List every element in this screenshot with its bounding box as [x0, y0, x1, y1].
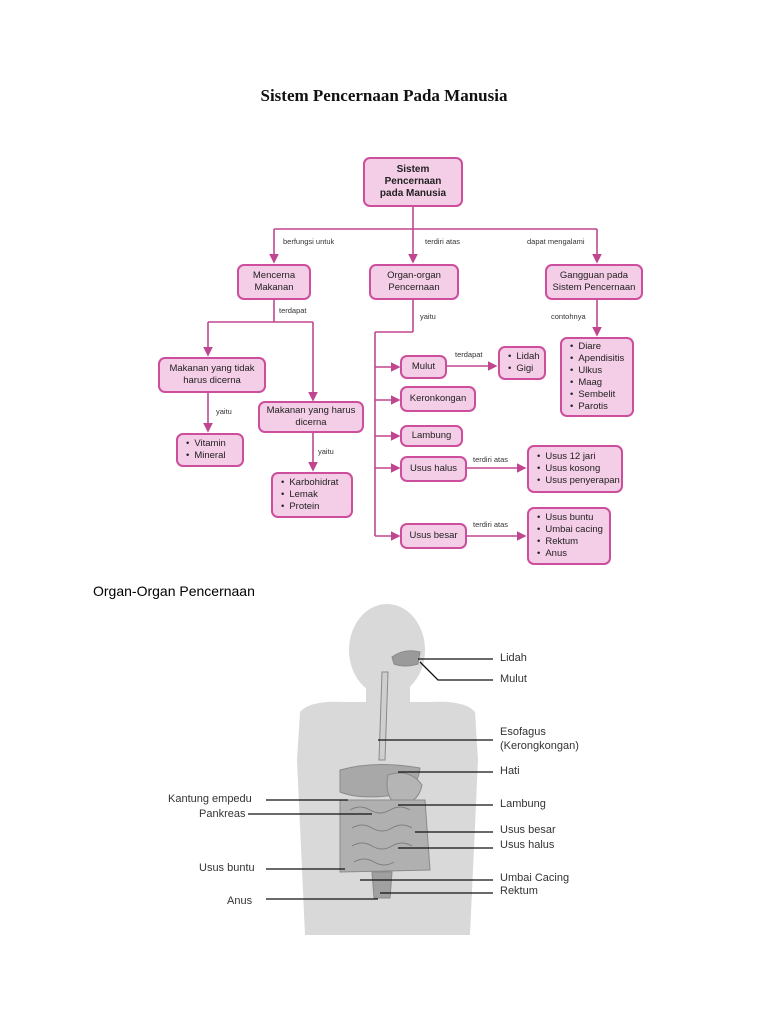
list-item: Usus 12 jari [537, 451, 620, 463]
list-item: Diare [570, 341, 624, 353]
list-item: Umbai cacing [537, 524, 603, 536]
edge-label-yaitu-organ: yaitu [420, 312, 436, 321]
label-pankreas: Pankreas [199, 808, 246, 820]
label-kantung-empedu: Kantung empedu [168, 793, 252, 805]
node-makanan-harus-dicerna: Makanan yang harus dicerna [258, 401, 364, 433]
node-mulut: Mulut [400, 355, 447, 379]
list-item: Lidah [508, 351, 539, 363]
list-item: Rektum [537, 536, 603, 548]
label-lambung: Lambung [500, 798, 546, 810]
list-item: Anus [537, 548, 603, 560]
node-lambung: Lambung [400, 425, 463, 447]
label-usus-besar: Usus besar [500, 824, 556, 836]
node-kerongkongan: Keronkongan [400, 386, 476, 412]
list-item: Apendisitis [570, 353, 624, 365]
label-esofagus: Esofagus [500, 726, 546, 738]
label-kerongkongan: (Kerongkongan) [500, 740, 579, 752]
node-usus-halus: Usus halus [400, 456, 467, 482]
node-usus-besar: Usus besar [400, 523, 467, 549]
label-usus-halus: Usus halus [500, 839, 555, 851]
list-item: Protein [281, 501, 338, 513]
list-item: Maag [570, 377, 624, 389]
label-mulut: Mulut [500, 673, 527, 685]
list-item: Gigi [508, 363, 540, 375]
list-item: Usus kosong [537, 463, 620, 475]
edge-label-terdapat-mulut: terdapat [455, 350, 483, 359]
node-makanan-tidak-dicerna: Makanan yang tidak harus dicerna [158, 357, 266, 393]
node-organ-pencernaan: Organ-organ Pencernaan [369, 264, 459, 300]
label-lidah: Lidah [500, 652, 527, 664]
edge-label-yaitu-tidak: yaitu [216, 407, 232, 416]
label-umbai-cacing: Umbai Cacing [500, 872, 570, 884]
edge-label-yaitu-harus: yaitu [318, 447, 334, 456]
list-item: Usus buntu [537, 512, 603, 524]
list-item: Vitamin [186, 438, 226, 450]
list-item: Lemak [281, 489, 338, 501]
list-karbohidrat: Karbohidrat Lemak Protein [271, 472, 353, 518]
list-item: Ulkus [570, 365, 624, 377]
section-heading: Organ-Organ Pencernaan [93, 583, 255, 599]
edge-label-mengalami: dapat mengalami [527, 237, 585, 246]
label-hati: Hati [500, 765, 520, 777]
list-item: Parotis [570, 401, 624, 413]
root-node: Sistem Pencernaan pada Manusia [363, 157, 463, 207]
edge-label-terdiri: terdiri atas [425, 237, 461, 246]
edge-label-terdiri-besar: terdiri atas [473, 520, 509, 529]
node-mencerna-makanan: Mencerna Makanan [237, 264, 311, 300]
list-item: Usus penyerapan [537, 475, 619, 487]
list-usus-besar: Usus buntu Umbai cacing Rektum Anus [527, 507, 611, 565]
node-gangguan: Gangguan pada Sistem Pencernaan [545, 264, 643, 300]
edge-label-terdapat: terdapat [279, 306, 307, 315]
edge-label-contohnya: contohnya [551, 312, 586, 321]
list-penyakit: Diare Apendisitis Ulkus Maag Sembelit Pa… [560, 337, 634, 417]
edge-label-berfungsi: berfungsi untuk [283, 237, 335, 246]
label-rektum: Rektum [500, 885, 538, 897]
page-title: Sistem Pencernaan Pada Manusia [260, 86, 508, 105]
list-item: Karbohidrat [281, 477, 338, 489]
list-item: Sembelit [570, 389, 624, 401]
label-anus: Anus [227, 895, 253, 907]
list-lidah-gigi: Lidah Gigi [498, 346, 546, 380]
label-usus-buntu: Usus buntu [199, 862, 255, 874]
list-item: Mineral [186, 450, 226, 462]
edge-label-terdiri-halus: terdiri atas [473, 455, 509, 464]
list-vitamin-mineral: Vitamin Mineral [176, 433, 244, 467]
list-usus-halus: Usus 12 jari Usus kosong Usus penyerapan [527, 445, 623, 493]
